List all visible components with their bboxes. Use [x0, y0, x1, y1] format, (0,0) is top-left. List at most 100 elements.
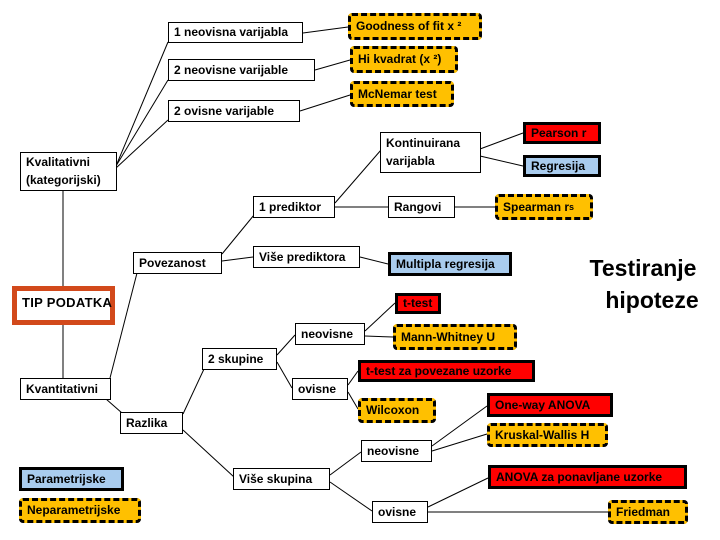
node-label: Wilcoxon: [366, 403, 420, 418]
node-2-ovisne-varijable: 2 ovisne varijable: [168, 100, 300, 122]
connector: [364, 302, 396, 332]
connector: [431, 433, 488, 452]
node-label: t-test za povezane uzorke: [366, 363, 512, 378]
node-regresija: Regresija: [523, 155, 601, 177]
node-label: Hi kvadrat (x ²): [358, 52, 442, 67]
connector: [221, 214, 255, 255]
node-label: ovisne: [298, 381, 337, 396]
connector: [276, 361, 293, 389]
node-mann-whitney-u: Mann-Whitney U: [393, 324, 517, 350]
connector: [359, 256, 389, 265]
node-label: Povezanost: [139, 255, 206, 270]
node-label: 2 skupine: [208, 351, 264, 366]
node-label: 2 ovisne varijable: [174, 103, 275, 118]
node-povezanost: Povezanost: [133, 252, 222, 274]
node-label: 2 neovisne varijable: [174, 62, 289, 77]
connector: [105, 398, 123, 414]
connector: [299, 94, 351, 112]
node-vise-skupina: Više skupina: [233, 468, 330, 490]
node-label: Multipla regresija: [396, 256, 495, 271]
node-vise-prediktora: Više prediktora: [253, 246, 360, 268]
connector: [109, 272, 138, 379]
connector: [182, 368, 205, 415]
connector: [427, 477, 489, 508]
node-label-subscript: s: [569, 201, 575, 212]
connector: [314, 59, 351, 71]
node-1-neovisna-varijabla: 1 neovisna varijabla: [168, 22, 303, 43]
page-title-line1: Testiranje: [589, 255, 697, 281]
node-t-test: t-test: [395, 293, 441, 314]
node-label: Goodness of fit x ²: [356, 19, 462, 34]
node-label: Pearson r: [531, 125, 587, 140]
connector: [334, 149, 382, 204]
node-neovisne-2-skupine: neovisne: [295, 323, 365, 345]
node-multipla-regresija: Multipla regresija: [388, 252, 512, 276]
node-label: Friedman: [616, 504, 671, 519]
connector: [115, 119, 169, 169]
connector: [115, 79, 169, 167]
legend-parametrijske: Parametrijske: [19, 467, 124, 491]
node-label: neovisne: [367, 443, 420, 458]
node-tip-podatka: TIP PODATKA: [12, 286, 115, 325]
node-label: ANOVA za ponavljane uzorke: [496, 469, 663, 484]
node-ovisne-2-skupine: ovisne: [292, 378, 348, 400]
connector: [347, 370, 359, 386]
connector: [302, 26, 349, 34]
node-hi-kvadrat: Hi kvadrat (x ²): [350, 46, 458, 73]
node-label: Neparametrijske: [27, 503, 121, 518]
node-label: Više prediktora: [259, 249, 346, 264]
node-friedman: Friedman: [608, 500, 688, 524]
node-ovisne-vise-skupina: ovisne: [372, 501, 428, 523]
node-label: neovisne: [301, 326, 354, 341]
connector: [329, 451, 362, 476]
connector: [479, 155, 524, 167]
node-label: McNemar test: [358, 86, 437, 101]
node-t-test-za-povezane-uzorke: t-test za povezane uzorke: [358, 360, 535, 382]
node-label: Razlika: [126, 415, 168, 430]
connector: [364, 335, 394, 338]
connector: [276, 334, 296, 356]
node-wilcoxon: Wilcoxon: [358, 398, 436, 423]
node-label: Kvalitativni: [26, 155, 91, 170]
node-label: Regresija: [531, 158, 586, 173]
node-label: Više skupina: [239, 471, 313, 486]
node-kvalitativni: Kvalitativni (kategorijski): [20, 152, 117, 191]
node-kontinuirana-varijabla: Kontinuirana varijabla: [380, 132, 481, 173]
node-label: One-way ANOVA: [495, 397, 591, 412]
node-neovisne-vise-skupina: neovisne: [361, 440, 432, 462]
node-label: Parametrijske: [27, 471, 106, 486]
node-label: Kvantitativni: [26, 381, 99, 396]
node-label: Kontinuirana: [386, 136, 460, 151]
connector: [221, 256, 254, 262]
node-mcnemar-test: McNemar test: [350, 81, 454, 107]
node-rangovi: Rangovi: [388, 196, 455, 218]
node-2-skupine: 2 skupine: [202, 348, 277, 370]
node-label: t-test: [403, 296, 433, 311]
connector: [115, 41, 169, 167]
legend-neparametrijske: Neparametrijske: [19, 498, 141, 523]
node-kruskal-wallis-h: Kruskal-Wallis H: [487, 423, 608, 447]
node-label: Mann-Whitney U: [401, 329, 495, 344]
node-label: TIP PODATKA: [22, 295, 113, 310]
node-label: 1 neovisna varijabla: [174, 25, 289, 40]
node-label: Kruskal-Wallis H: [495, 427, 590, 442]
node-label: 1 prediktor: [259, 199, 322, 214]
node-label-line2: (kategorijski): [26, 172, 101, 187]
node-2-neovisne-varijable: 2 neovisne varijable: [168, 59, 315, 81]
connector: [479, 132, 524, 150]
connector: [182, 429, 235, 478]
node-pearson-r: Pearson r: [523, 122, 601, 144]
node-goodness-of-fit: Goodness of fit x ²: [348, 13, 482, 40]
node-label: ovisne: [378, 504, 417, 519]
node-label: Rangovi: [394, 199, 442, 214]
connector: [347, 391, 359, 410]
node-anova-za-ponavljane-uzorke: ANOVA za ponavljane uzorke: [488, 465, 687, 489]
node-label: Spearman r: [503, 199, 570, 214]
node-kvantitativni: Kvantitativni: [20, 378, 111, 400]
node-one-way-anova: One-way ANOVA: [487, 393, 613, 417]
connector: [431, 405, 488, 447]
node-label-line2: varijabla: [386, 153, 435, 168]
node-1-prediktor: 1 prediktor: [253, 196, 335, 218]
